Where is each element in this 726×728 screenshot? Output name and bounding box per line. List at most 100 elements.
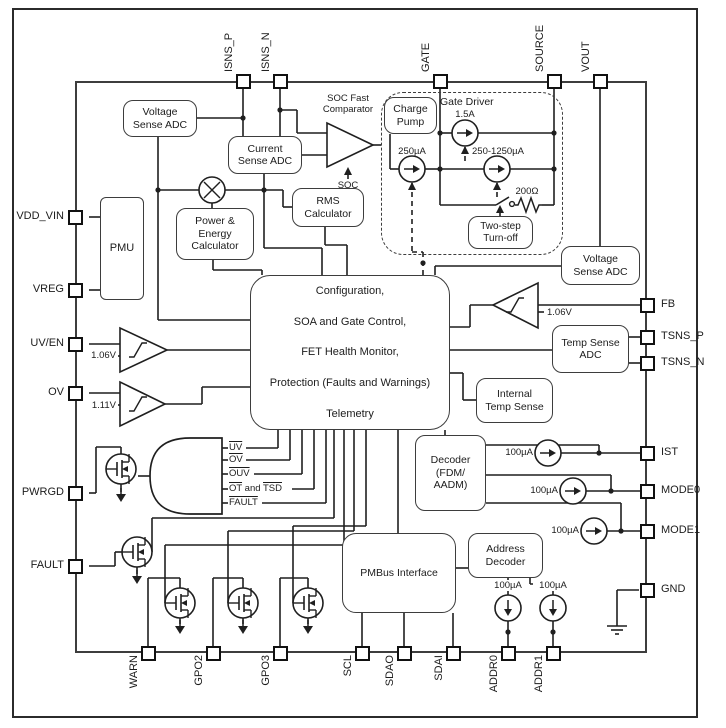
pin-OV (67, 385, 83, 401)
pin-SDAO (396, 645, 412, 661)
pin-label-SCL: SCL (342, 655, 354, 677)
soc-comparator-icon (326, 121, 375, 169)
pin-FAULT (67, 558, 83, 574)
mosfet-icon (309, 600, 315, 606)
figure-border (12, 8, 698, 718)
switch-icon (508, 200, 516, 208)
pin-ISNS_P (235, 73, 251, 89)
pin-label-ADDR0: ADDR0 (488, 655, 500, 693)
pin-label-TSNS_N: TSNS_N (661, 356, 705, 368)
multiplier-icon (203, 181, 221, 199)
mosfet-icon (181, 600, 187, 606)
central-control-block: Configuration, SOA and Gate Control, FET… (250, 275, 450, 430)
and-input-label-4: FAULT (229, 497, 258, 508)
pin-VOUT (592, 73, 608, 89)
pin-GATE (432, 73, 448, 89)
hysteresis-icon (129, 396, 147, 412)
temp-sense-adc-block: Temp Sense ADC (552, 325, 629, 373)
current-source-ist-icon (549, 449, 556, 457)
pin-ISNS_N (272, 73, 288, 89)
pin-GPO3 (272, 645, 288, 661)
pin-label-GPO2: GPO2 (193, 655, 205, 686)
arrow-up-icon (408, 182, 416, 190)
mosfet-icon (122, 466, 128, 472)
pin-label-OV: OV (48, 386, 64, 398)
pin-label-VOUT: VOUT (580, 41, 592, 72)
pin-label-VREG: VREG (32, 283, 64, 295)
junction-dot (420, 260, 426, 266)
pin-ADDR1 (545, 645, 561, 661)
soc-fast-comparator-label: SOC Fast Comparator (322, 93, 374, 115)
pin-label-GATE: GATE (420, 42, 432, 72)
current-sense-adc-block: Current Sense ADC (228, 136, 302, 174)
uv-comparator-icon (119, 326, 169, 374)
gate-driver-region (381, 92, 563, 255)
and-input-label-1: OV (229, 454, 243, 465)
resistor-200ohm-label: 200Ω (515, 186, 539, 197)
pmbus-interface-block: PMBus Interface (342, 533, 456, 613)
current-source-addr0-icon (504, 609, 512, 616)
pin-SDAI (445, 645, 461, 661)
ground-arrow-icon (303, 626, 313, 634)
current-source-addr1-icon (549, 609, 557, 616)
ground-arrow-icon (116, 494, 126, 502)
pin-label-SOURCE: SOURCE (534, 24, 546, 72)
junction-dot (618, 528, 624, 534)
pin-label-GPO3: GPO3 (260, 655, 272, 686)
power-energy-calculator-block: Power & Energy Calculator (176, 208, 254, 260)
ground-arrow-icon (132, 576, 142, 584)
pin-label-SDAO: SDAO (384, 655, 396, 687)
ground-arrow-icon (238, 626, 248, 634)
pin-SOURCE (546, 73, 562, 89)
arrow-up-icon (344, 167, 352, 175)
junction-dot (596, 450, 602, 456)
pin-TSNS_P (639, 329, 655, 345)
current-source-mode1-icon (595, 527, 602, 535)
two-step-turnoff-block: Two-step Turn-off (468, 216, 533, 249)
junction-dot (261, 187, 267, 193)
pin-ADDR0 (500, 645, 516, 661)
junction-dot (155, 187, 161, 193)
pin-label-FAULT: FAULT (30, 559, 64, 571)
voltage-sense-adc-right-block: Voltage Sense ADC (561, 246, 640, 285)
pin-WARN (140, 645, 156, 661)
pin-label-WARN: WARN (128, 655, 140, 689)
pin-label-SDAI: SDAI (433, 655, 445, 681)
fb-ref-label: 1.06V (547, 307, 572, 318)
junction-dot (240, 115, 246, 121)
junction-dot (608, 488, 614, 494)
resistor-icon (515, 195, 542, 215)
decoder-block: Decoder (FDM/ AADM) (415, 435, 486, 511)
rms-calculator-block: RMS Calculator (292, 188, 364, 227)
pin-label-MODE1: MODE1 (661, 524, 701, 536)
switch-icon (495, 196, 510, 206)
pin-VREG (67, 282, 83, 298)
internal-temp-sense-block: Internal Temp Sense (476, 378, 553, 423)
current-source-250-1250ua-label: 250-1250µA (472, 146, 524, 157)
pin-label-ISNS_P: ISNS_P (223, 32, 235, 72)
pin-label-ISNS_N: ISNS_N (260, 32, 272, 72)
pin-label-GND: GND (661, 583, 686, 595)
mode0-100ua-label: 100µA (530, 485, 558, 496)
ist-100ua-label: 100µA (505, 447, 533, 458)
pin-MODE1 (639, 523, 655, 539)
ov-comparator-icon (119, 380, 167, 428)
mode1-100ua-label: 100µA (551, 525, 579, 536)
pin-UV/EN (67, 336, 83, 352)
current-source-250ua-label: 250µA (398, 146, 426, 157)
pin-VDD_VIN (67, 209, 83, 225)
arrow-up-icon (493, 182, 501, 190)
arrow-up-icon (496, 205, 504, 213)
address-decoder-block: Address Decoder (468, 533, 543, 578)
ov-ref-label: 1.11V (91, 400, 116, 411)
and-input-label-0: UV (229, 442, 243, 453)
pin-GND (639, 582, 655, 598)
junction-dot (551, 166, 557, 172)
pin-label-VDD_VIN: VDD_VIN (16, 210, 64, 222)
pmu-block: PMU (100, 197, 144, 300)
junction-dot (505, 629, 511, 635)
pin-SCL (354, 645, 370, 661)
pin-MODE0 (639, 483, 655, 499)
